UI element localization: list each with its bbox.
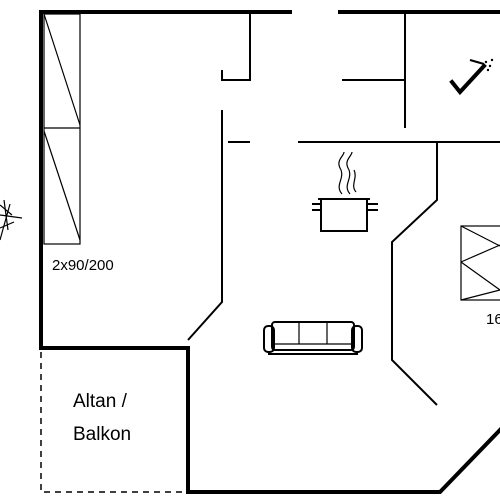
cooking-pot-icon bbox=[312, 151, 378, 232]
sofa-icon bbox=[263, 321, 363, 355]
bed2-size-label: 16 bbox=[486, 311, 500, 328]
bed-size-label: 2x90/200 bbox=[52, 257, 114, 274]
balcony-label-line2: Balkon bbox=[73, 424, 131, 445]
bed-right bbox=[460, 225, 500, 301]
balcony-label-line1: Altan / bbox=[73, 391, 128, 412]
compass-icon bbox=[0, 199, 23, 241]
wardrobe-beds bbox=[43, 13, 81, 245]
balcony-outline bbox=[40, 352, 184, 493]
walls bbox=[39, 10, 500, 494]
shower-icon bbox=[449, 58, 494, 96]
